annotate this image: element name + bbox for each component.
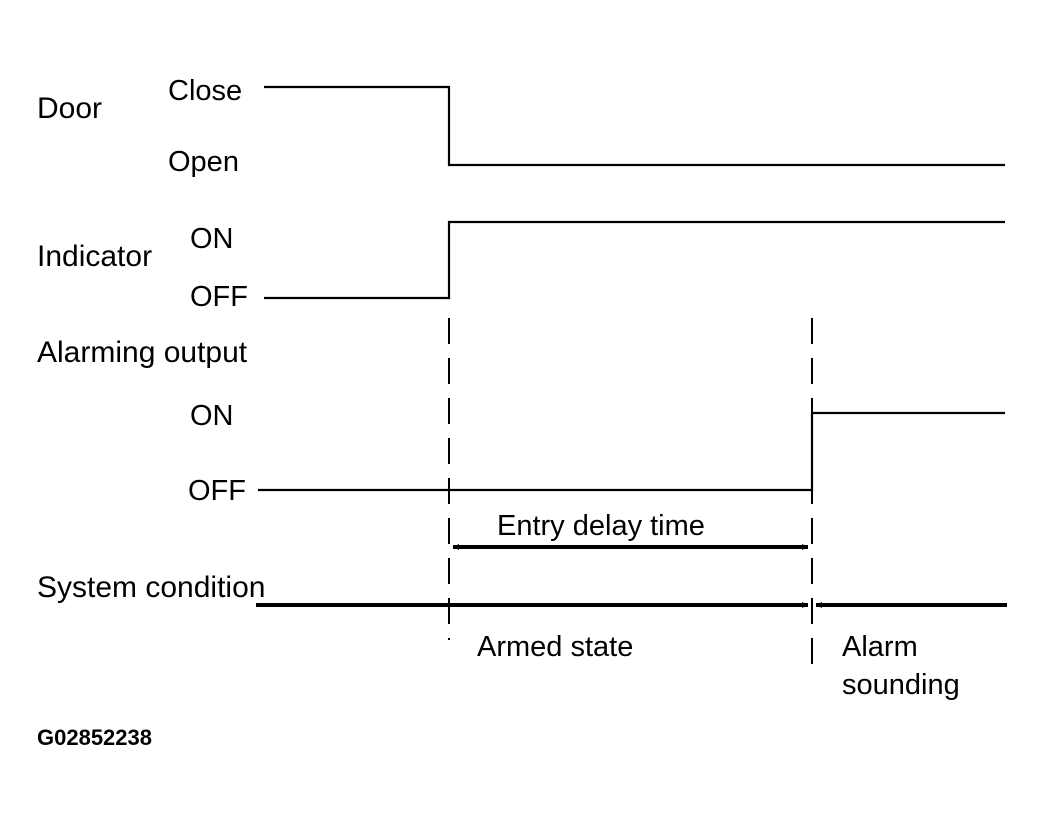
door-label: Door <box>37 92 102 125</box>
door-waveform <box>264 85 1005 167</box>
door-close-label: Close <box>168 75 242 107</box>
alarming-output-waveform <box>258 411 1005 492</box>
indicator-label: Indicator <box>37 240 152 273</box>
alarming-output-on-label: ON <box>190 400 234 432</box>
alarm-sounding-label-line1: Alarm <box>842 631 918 663</box>
armed-state-label: Armed state <box>477 631 633 663</box>
door-open-label: Open <box>168 146 239 178</box>
alarm-sounding-label-line2: sounding <box>842 669 960 701</box>
indicator-on-label: ON <box>190 223 234 255</box>
indicator-off-label: OFF <box>190 281 248 313</box>
alarming-output-label: Alarming output <box>37 336 248 369</box>
indicator-waveform <box>264 220 1005 300</box>
system-condition-label: System condition <box>37 571 265 604</box>
entry-delay-label: Entry delay time <box>497 510 705 542</box>
figure-code: G02852238 <box>37 725 152 750</box>
alarming-output-off-label: OFF <box>188 475 246 507</box>
